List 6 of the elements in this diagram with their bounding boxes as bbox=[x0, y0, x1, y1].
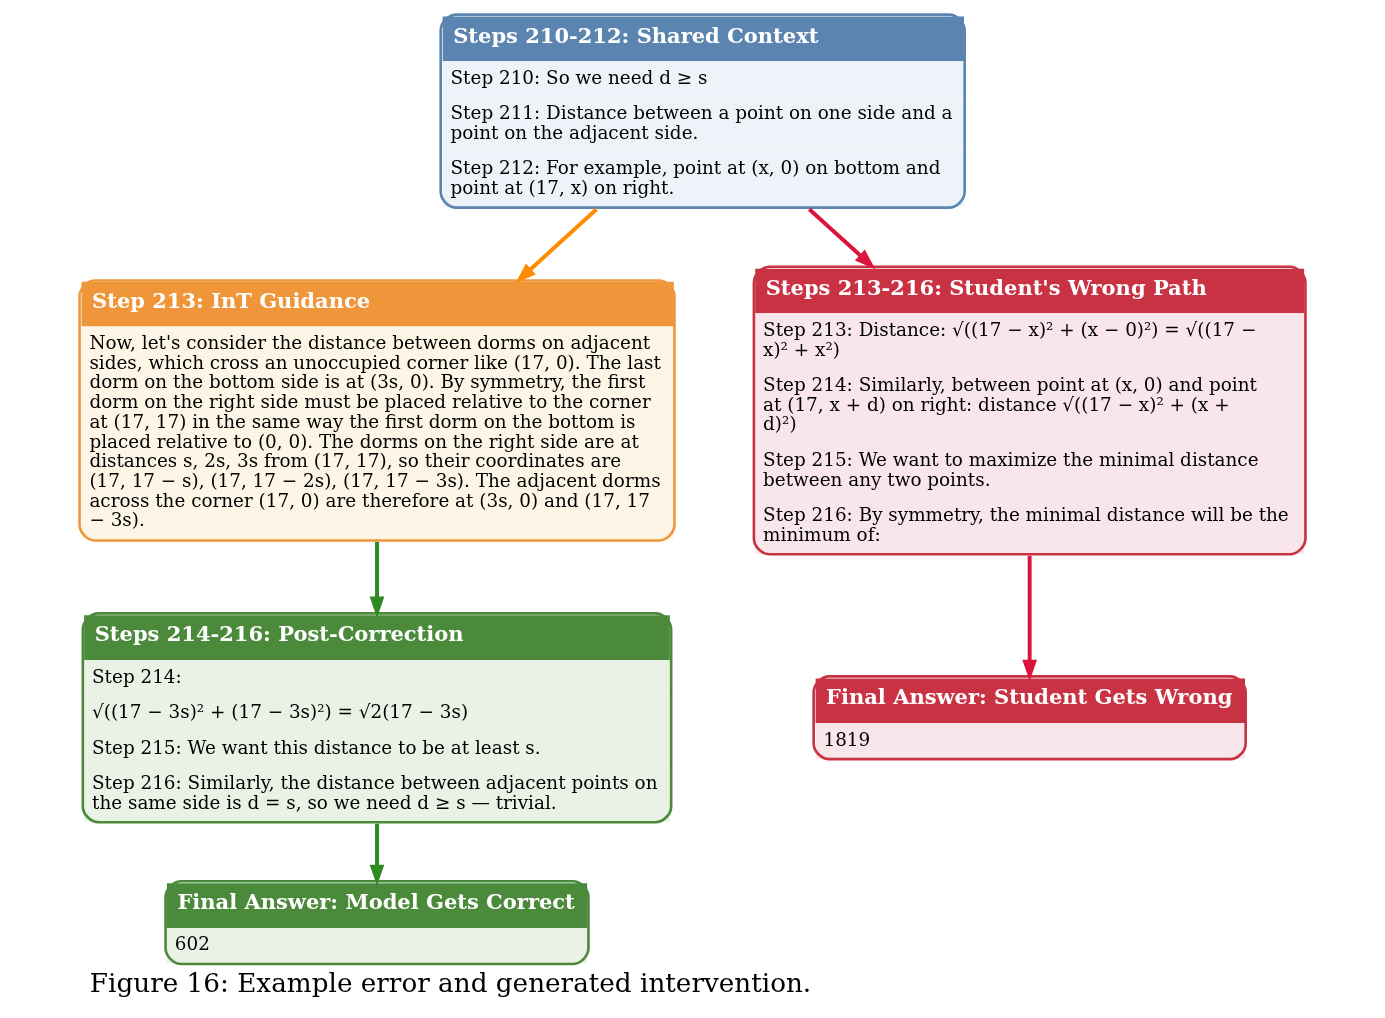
arrow bbox=[515, 207, 598, 284]
arrow bbox=[1022, 555, 1038, 681]
arrow bbox=[369, 823, 385, 886]
arrow bbox=[807, 207, 876, 270]
arrow bbox=[369, 541, 385, 618]
caption: Figure 16: Example error and generated intervention. bbox=[89, 967, 812, 998]
